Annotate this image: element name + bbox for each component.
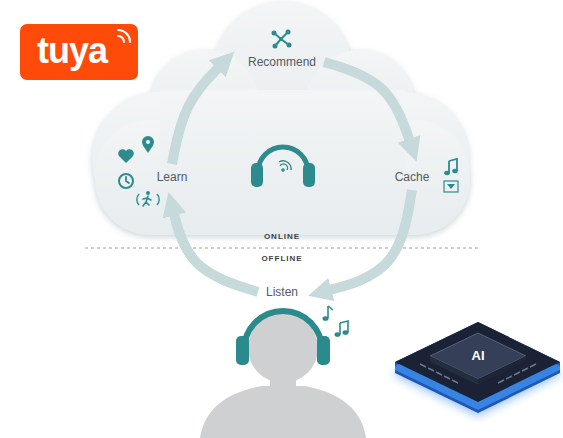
recommend-icon-part: [272, 31, 277, 36]
ai-chip-part-part: [436, 372, 442, 375]
music-notes-part: [340, 321, 348, 332]
flow-arrow: [322, 190, 412, 292]
ai-chip-part-part: [452, 380, 458, 383]
headphones-icon-part: [280, 164, 288, 170]
ai-chip-part: [395, 322, 560, 413]
ai-chip: [392, 322, 562, 416]
ai-chip-part: [430, 356, 478, 385]
flow-arrow: [324, 62, 412, 148]
flow-arrow: [172, 206, 258, 292]
ai-chip-part-part: [498, 380, 504, 383]
ai-chip-part-part: [522, 368, 528, 371]
step-text: Cache: [395, 170, 430, 184]
step-label: Listen: [262, 283, 302, 301]
headphones-icon-part: [303, 163, 315, 187]
learn-icons-part: [146, 191, 150, 195]
step-label: Recommend: [244, 53, 320, 71]
zone-label: ONLINE: [264, 232, 300, 242]
cache-icons-part: [444, 181, 458, 192]
music-notes-part: [328, 306, 333, 310]
ai-chip-part-part: [444, 376, 450, 379]
chip-label: AI: [472, 348, 485, 363]
cache-icons: [444, 159, 458, 192]
ai-chip-part-part: [420, 364, 426, 367]
ai-chip-part: [420, 364, 536, 383]
learn-icons-part: [118, 149, 134, 163]
music-notes-part: [327, 306, 329, 318]
learn-icons-part: [142, 136, 154, 153]
step-label: Learn: [153, 168, 192, 186]
step-text: Listen: [266, 285, 298, 299]
ai-chip-part-part: [506, 376, 512, 379]
brand-logo: [20, 24, 138, 80]
recommend-icon-part: [287, 43, 292, 48]
learn-icons-part: [137, 194, 139, 205]
listener-figure-part: [244, 311, 322, 350]
headphones-icon: [251, 147, 315, 187]
ai-chip-part-part: [428, 368, 434, 371]
headphones-icon-part: [258, 147, 308, 172]
online-offline-divider: [85, 248, 478, 249]
listener-figure-part: [317, 336, 330, 365]
headphones-icon-part: [281, 168, 285, 172]
music-notes-part: [323, 316, 329, 321]
ai-chip-part: [478, 356, 526, 385]
flow-arrow: [172, 62, 224, 164]
cache-icons-part: [444, 171, 450, 175]
cache-icons-part: [447, 184, 455, 189]
learn-icons-part: [126, 177, 129, 183]
music-notes-part: [335, 332, 341, 337]
listener-figure: [200, 311, 366, 438]
headphones-icon-part: [279, 161, 291, 170]
cloud-shape-part: [160, 90, 405, 235]
learn-icons-part: [157, 194, 159, 205]
cache-icons-part: [452, 169, 458, 173]
learn-icons-part: [119, 174, 133, 188]
learn-icons-part: [146, 140, 150, 144]
zone-label: OFFLINE: [261, 254, 302, 264]
learn-icons-part: [143, 196, 151, 206]
music-notes-part: [339, 323, 341, 334]
recommend-icon-part: [273, 44, 278, 49]
learn-icons: [118, 136, 159, 206]
ai-chip-part-part: [530, 364, 536, 367]
step-text: Learn: [157, 170, 188, 184]
step-text: Recommend: [248, 55, 316, 69]
recommend-icon: [272, 30, 292, 49]
music-notes-part: [343, 330, 349, 335]
ai-chip-part: [430, 333, 526, 379]
music-notes: [323, 306, 349, 337]
brand-logo-text: tuya: [37, 31, 107, 71]
recommend-icon-part: [286, 30, 291, 35]
recommend-icon-part: [279, 37, 283, 41]
brand-logo-part: [118, 30, 130, 42]
ai-chip-part-part: [514, 372, 520, 375]
listener-figure-part: [200, 386, 366, 438]
step-label: Cache: [391, 168, 434, 186]
brand-logo-part: [20, 24, 138, 80]
headphones-icon-part: [251, 163, 263, 187]
brand-logo-part: [118, 36, 124, 42]
ai-chip-part: [395, 322, 560, 402]
listener-figure-part: [236, 336, 249, 365]
